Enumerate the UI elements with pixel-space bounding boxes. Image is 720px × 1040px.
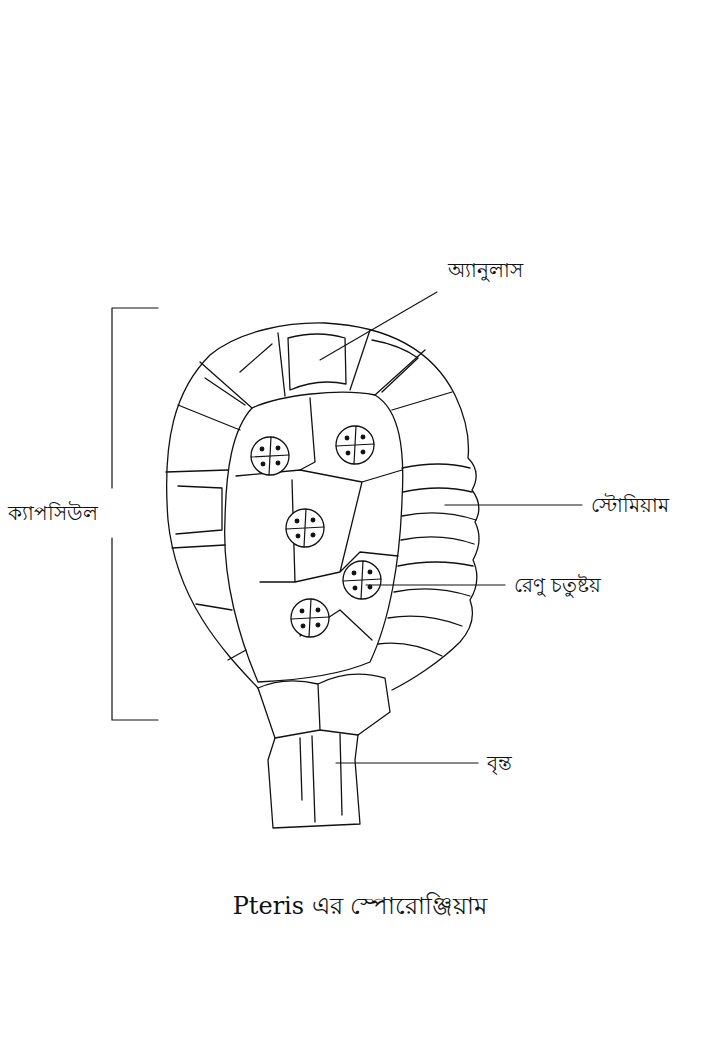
- spore-tetrad: [343, 561, 381, 599]
- part-label: ক্যাপসিউল: [8, 501, 98, 525]
- capsule-bracket: [112, 308, 158, 720]
- leader-line: [445, 504, 582, 505]
- part-label: বৃন্ত: [487, 751, 512, 775]
- spore-tetrad: [251, 437, 289, 475]
- annulus-cell-walls: [166, 330, 452, 660]
- spore-tetrad: [291, 599, 329, 637]
- capsule-outline: [167, 323, 479, 690]
- leader-line: [320, 292, 437, 360]
- annulus-thick-walls: [176, 334, 418, 534]
- capsule-cavity: [225, 392, 403, 682]
- stalk-cells: [258, 674, 390, 738]
- figure-caption: Pteris এর স্পোরোঞ্জিয়াম: [0, 892, 720, 921]
- part-label: অ্যানুলাস: [448, 258, 523, 282]
- leader-line: [366, 584, 505, 585]
- part-label: স্টোমিয়াম: [591, 493, 669, 517]
- spore-tetrad: [286, 509, 324, 547]
- part-label: রেণু চতুষ্টয়: [514, 573, 601, 597]
- stalk: [268, 734, 360, 828]
- spore-tetrad: [336, 426, 374, 464]
- stomium-cells: [378, 464, 476, 656]
- leader-line: [336, 762, 478, 763]
- inner-cell-walls: [236, 398, 402, 640]
